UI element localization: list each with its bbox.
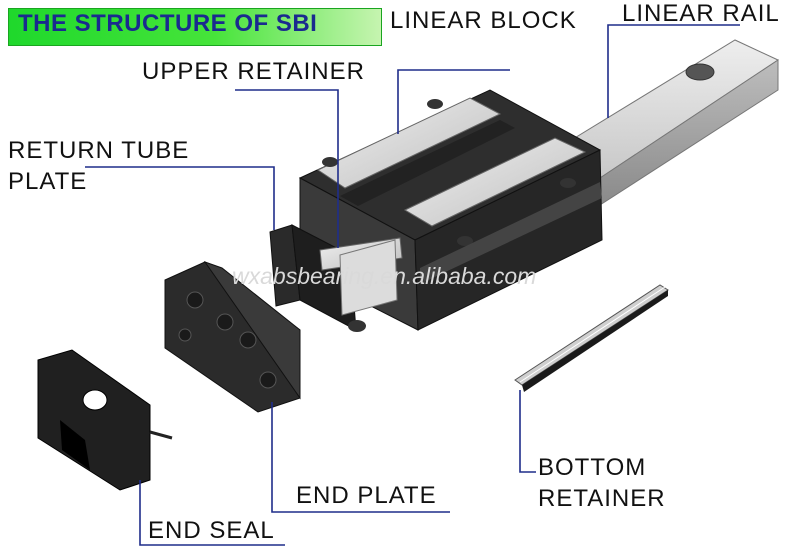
label-return-tube-plate-line2: PLATE <box>8 168 88 195</box>
leader-end-seal <box>139 480 285 546</box>
label-bottom-retainer-line1: BOTTOM <box>538 454 647 481</box>
end-plate <box>164 261 301 413</box>
label-linear-block: LINEAR BLOCK <box>390 7 577 34</box>
watermark: wxabsbearing.en.alibaba.com <box>232 263 537 289</box>
leader-linear-rail <box>607 24 740 118</box>
end-seal <box>37 349 173 491</box>
linear-rail <box>554 39 780 206</box>
label-end-seal: END SEAL <box>148 517 275 544</box>
label-bottom-retainer-line2: RETAINER <box>538 485 666 512</box>
title-banner <box>8 8 382 46</box>
label-linear-rail: LINEAR RAIL <box>622 0 780 27</box>
leader-lines <box>85 24 740 546</box>
page-title: THE STRUCTURE OF SBI <box>18 10 318 37</box>
label-return-tube-plate-line1: RETURN TUBE <box>8 137 190 164</box>
leader-bottom-retainer <box>519 390 536 473</box>
return-tube-plate <box>269 224 403 332</box>
leader-linear-block <box>397 69 510 134</box>
label-end-plate: END PLATE <box>296 482 437 509</box>
leader-upper-retainer <box>235 89 339 248</box>
bottom-retainer <box>514 284 669 392</box>
label-upper-retainer: UPPER RETAINER <box>142 58 365 85</box>
leader-return-tube-plate <box>85 166 275 230</box>
leader-end-plate <box>271 402 450 513</box>
